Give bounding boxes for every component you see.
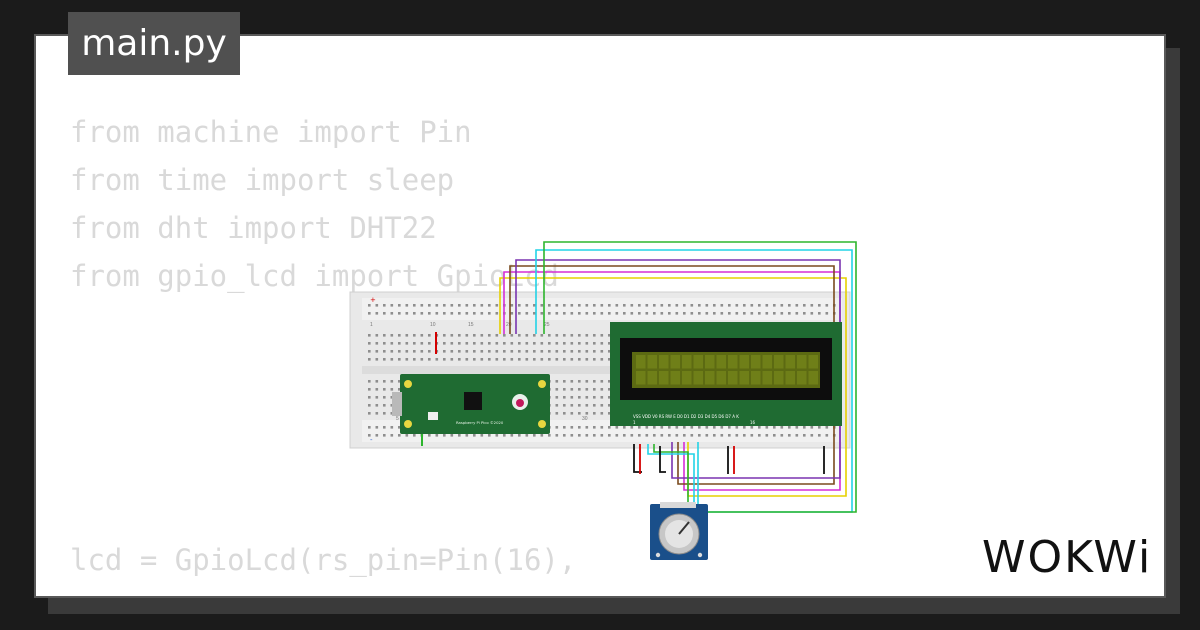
code-line: from gpio_lcd import GpioLcd (70, 259, 559, 293)
rail-minus-label: - (370, 436, 373, 444)
column-label: 20 (506, 322, 512, 328)
raspberry-pi-pico[interactable]: Raspberry Pi Pico ©2020 (392, 374, 550, 434)
circuit-diagram[interactable]: + - 1 10 15 20 25 5 30 35 40 45 50 55 60 (348, 206, 868, 566)
code-preview-bottom: lcd = GpioLcd(rs_pin=Pin(16), (70, 536, 576, 584)
code-line: from dht import DHT22 (70, 211, 437, 245)
lcd-character-cells (636, 355, 818, 385)
column-label: 15 (468, 322, 474, 328)
pico-board-text: Raspberry Pi Pico ©2020 (456, 420, 504, 425)
wokwi-logo: WOKWi (982, 532, 1152, 583)
code-line: from time import sleep (70, 163, 455, 197)
column-label: 25 (544, 322, 550, 328)
rail-plus-label: + (370, 296, 376, 304)
code-preview: from machine import Pin from time import … (70, 108, 559, 300)
potentiometer[interactable] (650, 502, 708, 560)
column-label: 30 (582, 416, 588, 422)
code-line: from machine import Pin (70, 115, 472, 149)
lcd-16x2-display[interactable]: VSS VDD V0 RS RW E D0 D1 D2 D3 D4 D5 D6 … (610, 322, 842, 426)
lcd-pin-first: 1 (633, 420, 636, 425)
column-label: 10 (430, 322, 436, 328)
project-preview-card[interactable]: from machine import Pin from time import … (34, 34, 1166, 598)
code-line: lcd = GpioLcd(rs_pin=Pin(16), (70, 543, 577, 577)
lcd-pin-labels: VSS VDD V0 RS RW E D0 D1 D2 D3 D4 D5 D6 … (633, 414, 739, 419)
file-tab[interactable]: main.py (68, 12, 240, 75)
lcd-pin-last: 16 (750, 420, 756, 425)
column-label: 1 (370, 322, 373, 328)
column-label: 5 (396, 416, 399, 422)
brand-name: WOKWi (982, 532, 1152, 583)
